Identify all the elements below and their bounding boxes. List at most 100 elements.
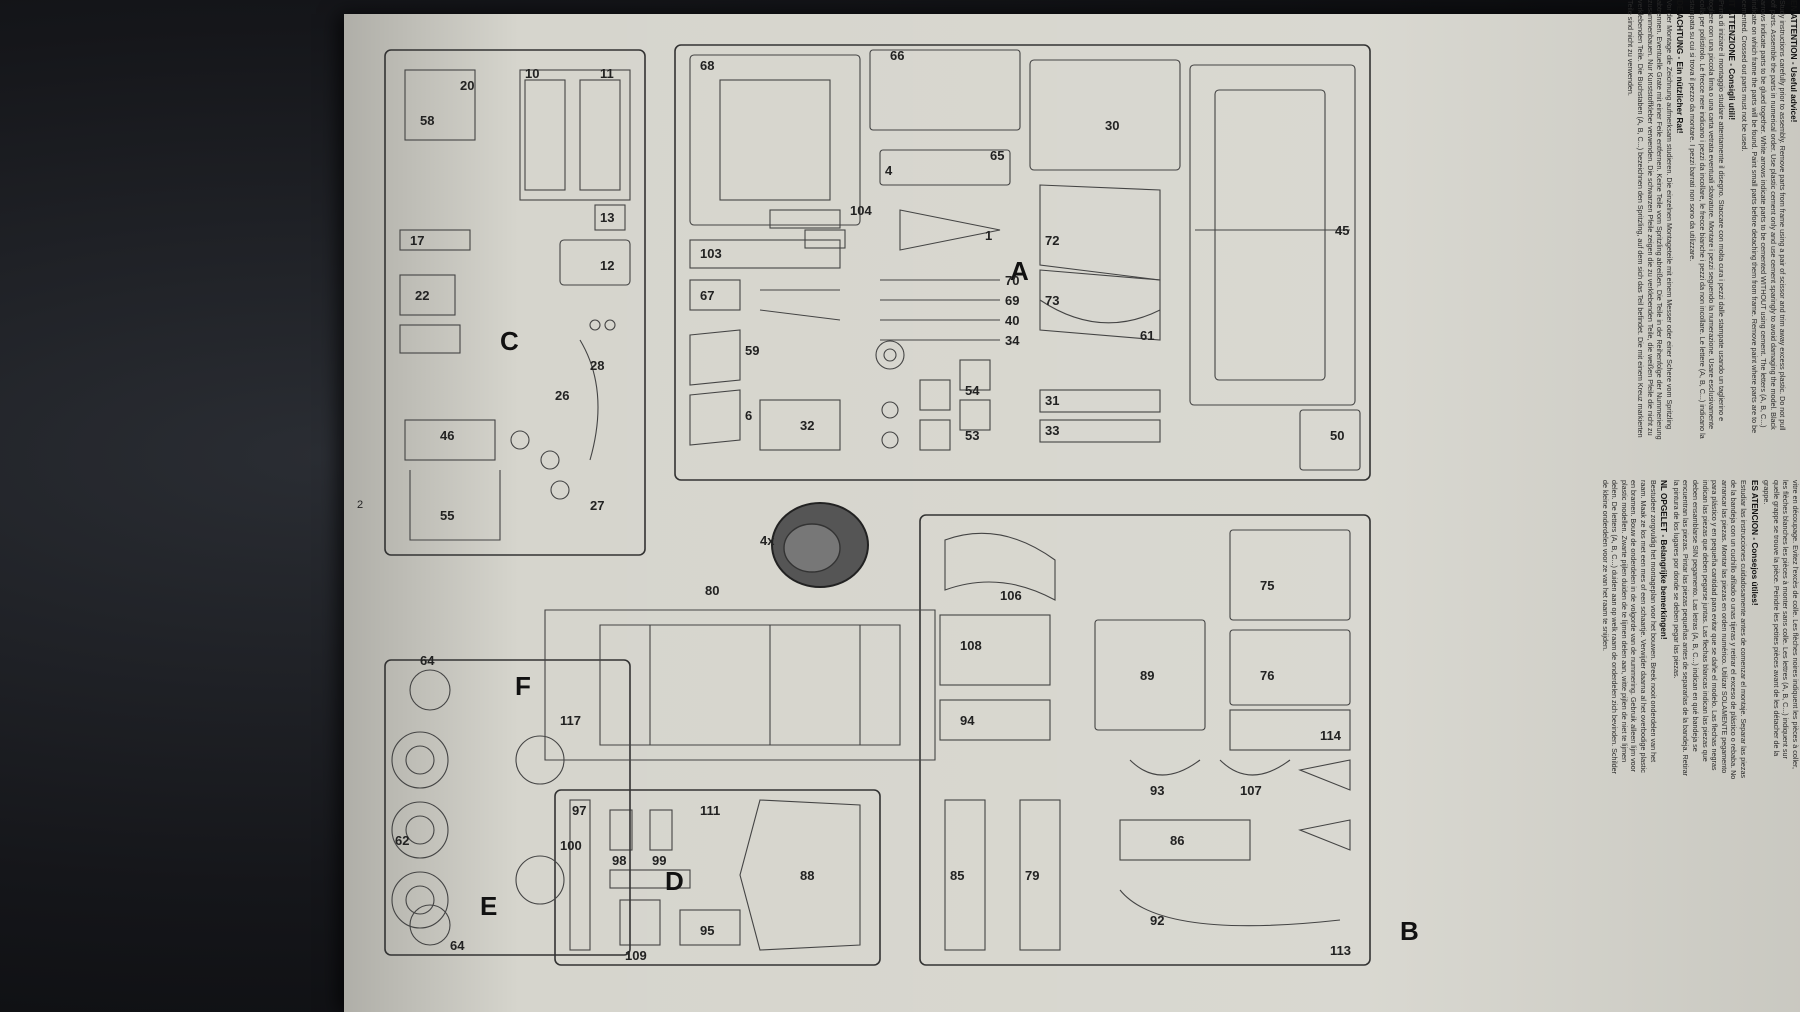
sprue-e: [384, 659, 631, 956]
label-e-117: 117: [560, 713, 581, 728]
label-a-66: 66: [890, 48, 904, 63]
label-c-55: 55: [440, 508, 454, 523]
label-b-75: 75: [1260, 578, 1274, 593]
part-52: [959, 359, 991, 391]
label-b-79: 79: [1025, 868, 1039, 883]
label-e-62: 62: [395, 833, 409, 848]
part-80-roof: [599, 624, 901, 746]
part-81: [1298, 759, 1351, 791]
part-54: [919, 379, 951, 411]
label-a-72: 72: [1045, 233, 1059, 248]
sprue-b: [919, 514, 1371, 966]
tire-inner: [783, 523, 841, 573]
part-10-11: [519, 69, 631, 201]
part-107: [1219, 759, 1291, 776]
part-64-wheel-top: [409, 669, 451, 711]
part-labels-b: 106 75 76 114 89 108 94 93 107 86 92 85 …: [950, 578, 1351, 958]
part-1: [899, 209, 1001, 251]
label-d-99: 99: [652, 853, 666, 868]
part-labels-a: 30 45 50 72 73 61 31 33 66 65 4 1 70 69 …: [700, 48, 1349, 443]
sprue-letter-e: E: [480, 891, 497, 921]
part-92-113: [1119, 889, 1341, 927]
sprue-d-frame: [554, 789, 881, 966]
sprue-c-frame: [384, 49, 646, 556]
label-d-109: 109: [625, 948, 647, 963]
label-c-17: 17: [410, 233, 424, 248]
part-57: [769, 209, 841, 229]
label-d-97: 97: [572, 803, 586, 818]
part-13: [594, 204, 626, 231]
sprue-c: [384, 49, 646, 556]
label-c-26: 26: [555, 388, 569, 403]
part-6: [689, 389, 741, 446]
part-46: [404, 419, 496, 461]
part-32: [759, 399, 841, 451]
label-c-22: 22: [415, 288, 429, 303]
label-a-67: 67: [700, 288, 714, 303]
label-c-10: 10: [525, 66, 539, 81]
label-a-50: 50: [1330, 428, 1344, 443]
part-9-8: [550, 480, 570, 500]
part-17: [399, 229, 471, 251]
label-c-11: 11: [600, 66, 614, 81]
label-b-93: 93: [1150, 783, 1164, 798]
part-76: [1229, 629, 1351, 706]
label-c-28: 28: [590, 358, 604, 373]
label-d-95: 95: [700, 923, 714, 938]
part-61: [1039, 299, 1161, 324]
part-73: [1039, 269, 1161, 341]
label-c-12: 12: [600, 258, 614, 273]
label-a-6: 6: [745, 408, 752, 423]
part-86: [1119, 819, 1251, 861]
part-39: [510, 430, 530, 450]
part-28-26: [579, 339, 599, 461]
part-e-wheel-3: [391, 871, 449, 929]
sprue-f-body: [544, 609, 936, 761]
label-a-33: 33: [1045, 423, 1059, 438]
label-a-52: 54: [965, 383, 980, 398]
label-f-80: 80: [705, 583, 719, 598]
part-45-inner: [1214, 89, 1326, 381]
sprue-e-frame: [384, 659, 631, 956]
part-68: [689, 54, 861, 226]
label-d-88: 88: [800, 868, 814, 883]
label-b-114: 114: [1320, 728, 1342, 743]
part-45-chassis: [1189, 64, 1356, 406]
part-56: [804, 229, 846, 249]
label-a-68: 68: [700, 58, 714, 73]
label-a-40: 40: [1005, 313, 1019, 328]
part-88: [739, 799, 861, 951]
part-31: [1039, 389, 1161, 413]
label-b-108: 108: [960, 638, 982, 653]
part-109: [619, 899, 661, 946]
part-labels-e: 64 117 62 100 64: [395, 653, 582, 953]
label-b-106: 106: [1000, 588, 1022, 603]
part-55: [409, 470, 501, 541]
sprue-letter-a: A: [1010, 256, 1029, 286]
part-58-20: [404, 69, 476, 141]
part-53: [919, 419, 951, 451]
part-98: [609, 809, 633, 851]
label-b-85: 85: [950, 868, 964, 883]
tire-4x: 4x: [760, 502, 869, 588]
part-65: [879, 149, 1011, 186]
label-a-51: 53: [965, 428, 979, 443]
label-c-58: 58: [420, 113, 434, 128]
part-82: [1298, 819, 1351, 851]
part-e-hub-1: [405, 745, 435, 775]
label-d-111: 111: [700, 803, 720, 818]
part-95: [679, 909, 741, 946]
label-e-100: 100: [560, 838, 582, 853]
part-50: [1299, 409, 1361, 471]
part-12: [559, 239, 631, 286]
part-79: [1019, 799, 1061, 951]
label-a-31: 31: [1045, 393, 1059, 408]
part-99: [649, 809, 673, 851]
sheet-shading: [344, 14, 1800, 1012]
part-103: [689, 239, 841, 269]
label-b-76: 76: [1260, 668, 1274, 683]
label-b-113: 113: [1330, 943, 1351, 958]
part-11: [579, 79, 621, 191]
part-108: [939, 614, 1051, 686]
